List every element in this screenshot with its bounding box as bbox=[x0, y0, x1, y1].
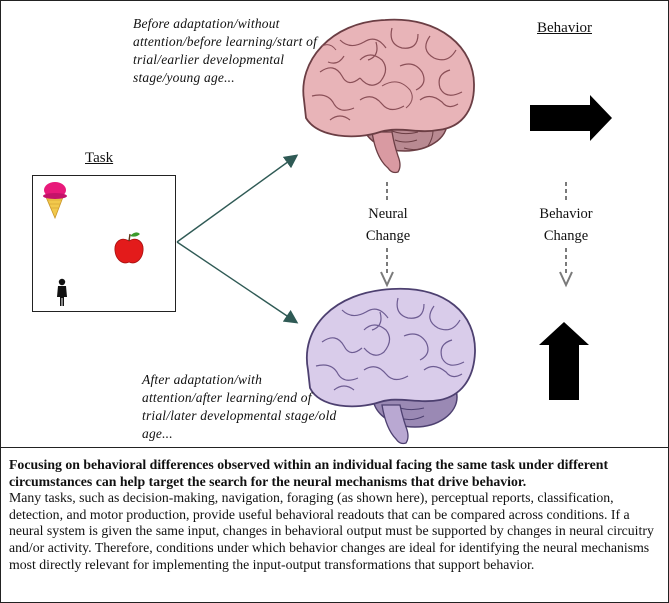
caption-bold-summary: Focusing on behavioral differences obser… bbox=[9, 457, 609, 489]
caption-divider bbox=[0, 447, 669, 448]
task-arena-canvas bbox=[43, 182, 144, 306]
behavior-change-line1: Behavior bbox=[539, 206, 593, 222]
diagram-canvas bbox=[176, 18, 612, 445]
note-after-condition: After adaptation/with attention/after le… bbox=[142, 372, 337, 441]
neural-change-line1: Neural bbox=[368, 206, 408, 222]
brain-before-icon bbox=[302, 18, 475, 174]
neural-change-arrow bbox=[380, 182, 394, 288]
figure-caption: Focusing on behavioral differences obser… bbox=[9, 457, 661, 573]
behavior-change-label: Behavior Change bbox=[526, 203, 606, 247]
behavior-right-arrow-icon bbox=[530, 95, 612, 141]
behavior-change-line2: Change bbox=[543, 228, 589, 244]
person-icon bbox=[57, 278, 67, 306]
task-heading: Task bbox=[85, 150, 114, 166]
arrow-to-before-brain bbox=[176, 154, 299, 243]
brain-after-icon bbox=[305, 287, 476, 445]
arrow-to-after-brain bbox=[176, 241, 299, 324]
ice-cream-icon bbox=[43, 182, 67, 220]
behavior-heading: Behavior bbox=[537, 20, 592, 36]
behavior-up-arrow-icon bbox=[539, 322, 589, 400]
neural-change-line2: Change bbox=[365, 228, 411, 244]
neural-change-label: Neural Change bbox=[353, 203, 423, 247]
task-arena bbox=[32, 175, 176, 312]
note-before-condition: Before adaptation/without attention/befo… bbox=[133, 16, 318, 85]
caption-body-text: Many tasks, such as decision-making, nav… bbox=[9, 490, 654, 572]
behavior-change-arrow bbox=[559, 182, 573, 288]
apple-icon bbox=[114, 232, 144, 264]
